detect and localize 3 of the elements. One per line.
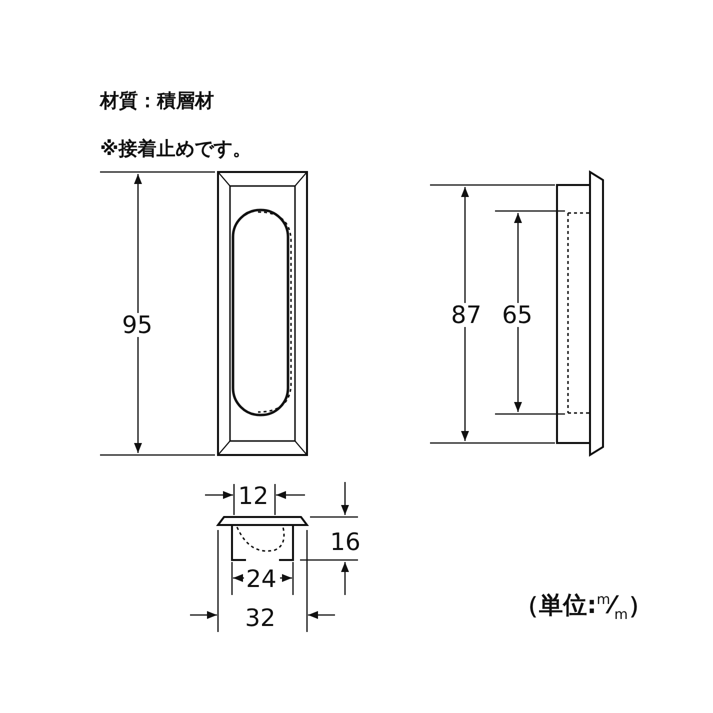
note-text: ※接着止めです。: [100, 140, 252, 159]
unit-note: （単位:$^{m}$⁄$_{m}$）: [515, 593, 652, 622]
material-note: 材質：積層材: [100, 92, 214, 111]
